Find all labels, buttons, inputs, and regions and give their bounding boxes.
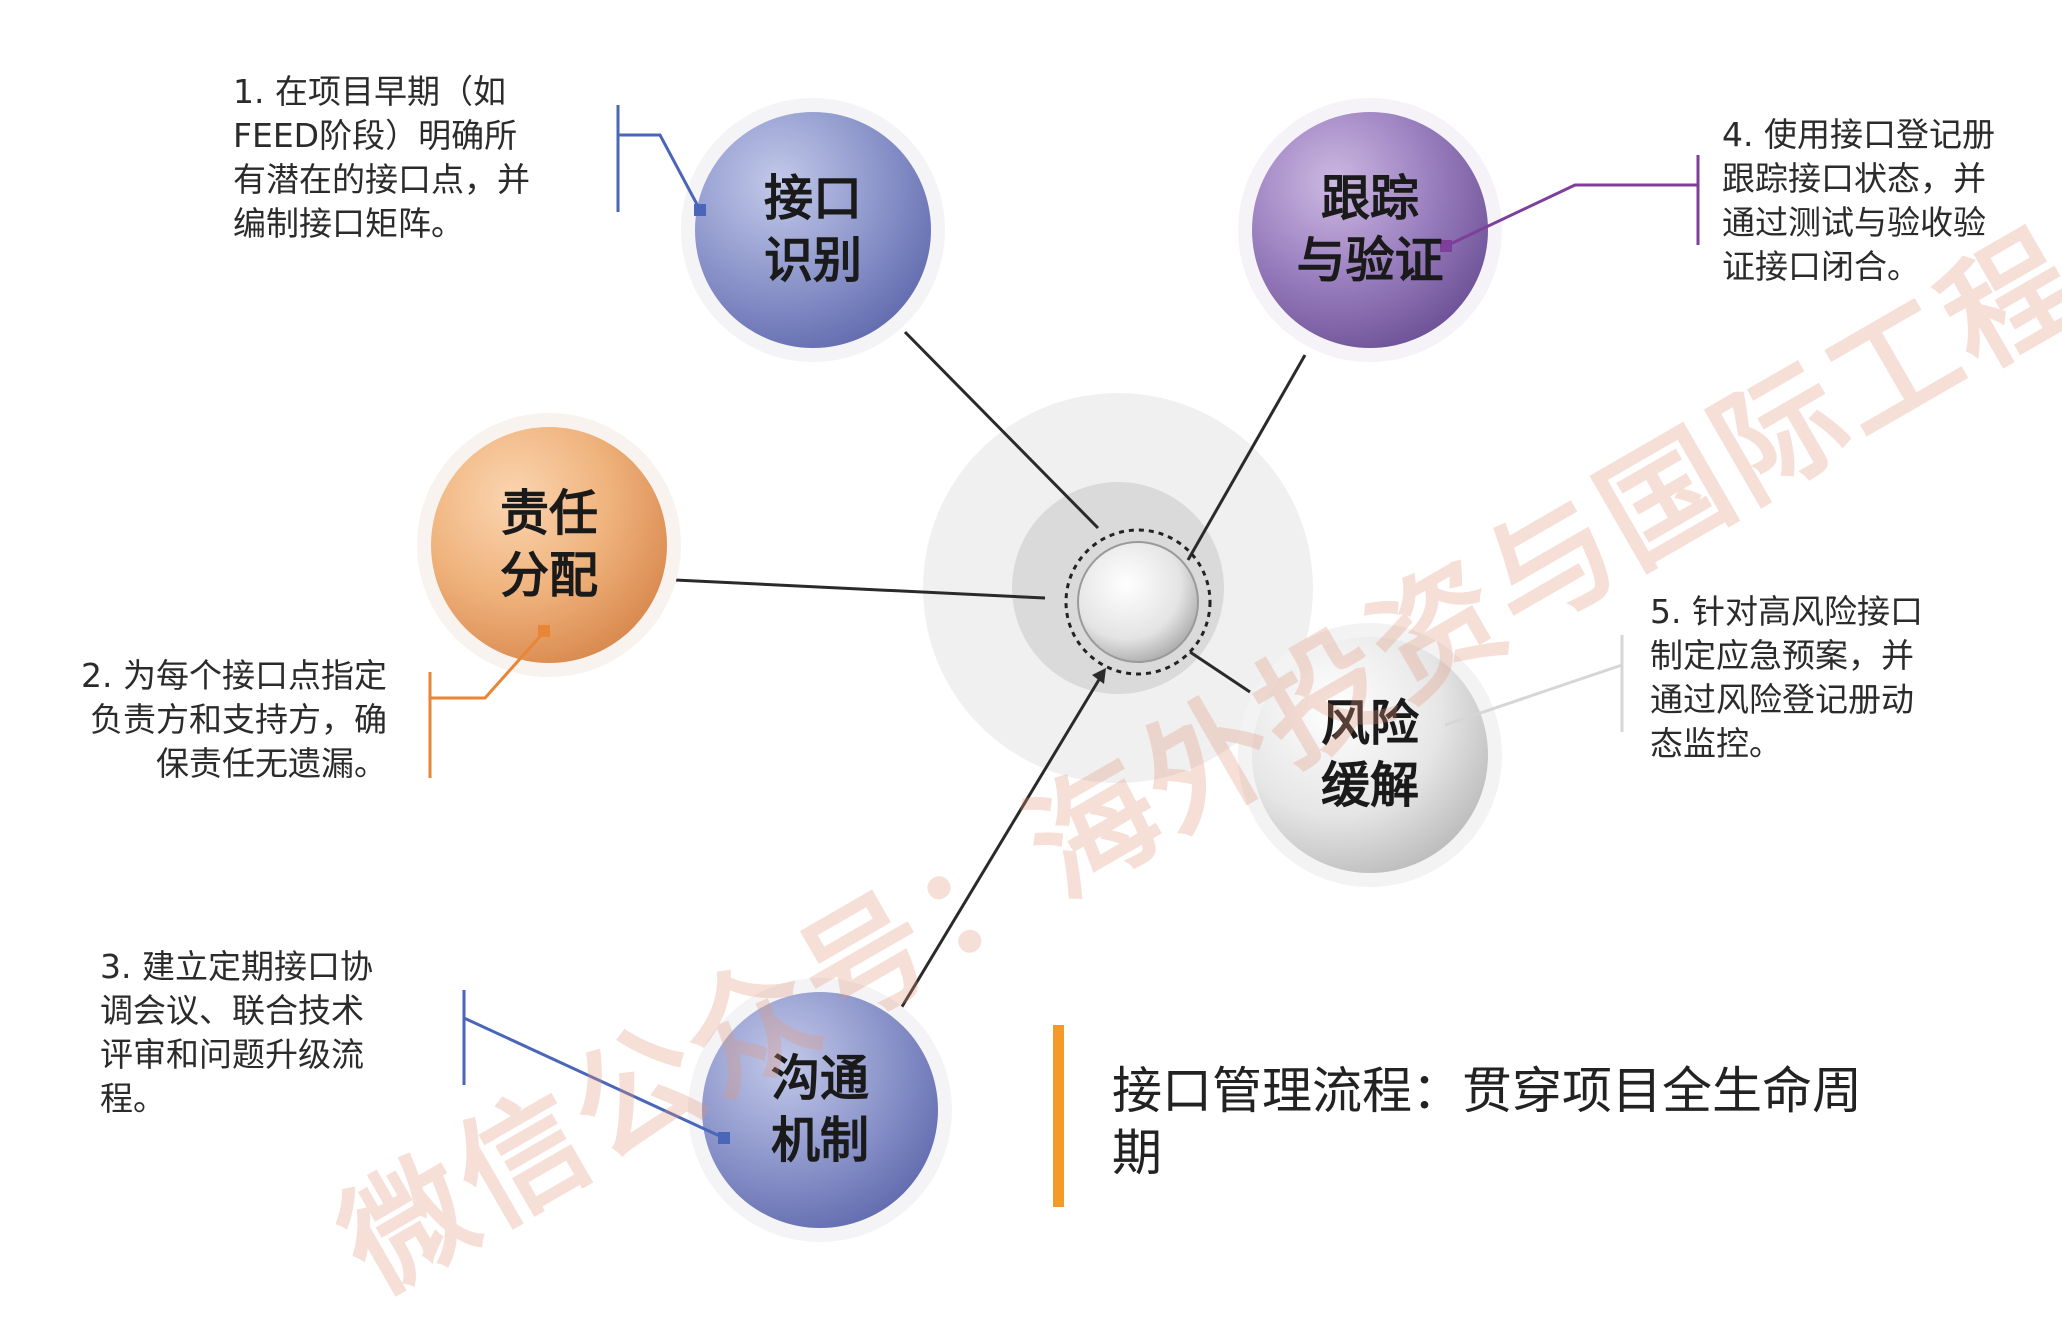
node-identify-label: 接口 识别 bbox=[703, 168, 923, 292]
connector-step2 bbox=[428, 625, 550, 778]
callout-step5-line3: 通过风险登记册动 bbox=[1650, 680, 1914, 719]
callout-step1: 1. 在项目早期（如 FEED阶段）明确所 有潜在的接口点，并 编制接口矩阵。 bbox=[233, 70, 530, 246]
spoke-communicate bbox=[898, 677, 1102, 1011]
node-communicate-label: 沟通 机制 bbox=[710, 1048, 930, 1172]
callout-step3-line2: 调会议、联合技术 bbox=[100, 991, 364, 1030]
spoke-arrowhead bbox=[1092, 668, 1106, 684]
hub-dashed-ring bbox=[1064, 528, 1212, 676]
callout-step4: 4. 使用接口登记册 跟踪接口状态，并 通过测试与验收验 证接口闭合。 bbox=[1722, 113, 1995, 289]
spoke-assign bbox=[674, 578, 1046, 600]
node-communicate-label-line2: 机制 bbox=[770, 1112, 869, 1169]
node-risk-label: 风险 缓解 bbox=[1260, 693, 1480, 817]
node-identify bbox=[681, 98, 945, 362]
node-assign bbox=[417, 413, 681, 677]
connector-step4 bbox=[1440, 155, 1700, 252]
callout-step5-line4: 态监控。 bbox=[1650, 724, 1782, 763]
callout-step4-line4: 证接口闭合。 bbox=[1722, 247, 1920, 286]
callout-step1-line2: FEED阶段）明确所 bbox=[233, 116, 518, 155]
callout-step2-line2: 负责方和支持方，确 bbox=[90, 700, 387, 739]
callout-step5: 5. 针对高风险接口 制定应急预案，并 通过风险登记册动 态监控。 bbox=[1650, 590, 1923, 766]
node-risk-label-line1: 风险 bbox=[1320, 695, 1419, 752]
node-assign-label-line1: 责任 bbox=[499, 485, 598, 542]
diagram-title-line2: 期 bbox=[1112, 1124, 1162, 1182]
diagram-title: 接口管理流程：贯穿项目全生命周 期 bbox=[1112, 1060, 1892, 1184]
callout-step1-line1: 1. 在项目早期（如 bbox=[233, 72, 506, 111]
node-communicate bbox=[688, 978, 952, 1242]
node-assign-label-line2: 分配 bbox=[499, 547, 598, 604]
node-identify-label-line1: 接口 bbox=[763, 170, 862, 227]
diagram-title-line1: 接口管理流程：贯穿项目全生命周 bbox=[1112, 1062, 1862, 1120]
diagram-canvas bbox=[417, 98, 1700, 1242]
node-assign-label: 责任 分配 bbox=[439, 483, 659, 607]
spoke-identify bbox=[903, 330, 1100, 530]
callout-step2: 2. 为每个接口点指定 负责方和支持方，确 保责任无遗漏。 bbox=[81, 654, 387, 786]
callout-step5-line2: 制定应急预案，并 bbox=[1650, 636, 1914, 675]
callout-step4-line1: 4. 使用接口登记册 bbox=[1722, 115, 1995, 154]
spoke-risk bbox=[1189, 650, 1251, 694]
callout-step1-line4: 编制接口矩阵。 bbox=[233, 204, 464, 243]
node-risk bbox=[1238, 623, 1502, 887]
node-track bbox=[1238, 98, 1502, 362]
callout-step4-line3: 通过测试与验收验 bbox=[1722, 203, 1986, 242]
node-identify-label-line2: 识别 bbox=[763, 232, 862, 289]
node-track-label: 跟踪 与验证 bbox=[1260, 168, 1480, 292]
node-communicate-label-line1: 沟通 bbox=[770, 1050, 869, 1107]
callout-step4-line2: 跟踪接口状态，并 bbox=[1722, 159, 1986, 198]
callout-step3: 3. 建立定期接口协 调会议、联合技术 评审和问题升级流 程。 bbox=[100, 945, 373, 1121]
title-accent-bar bbox=[1053, 1025, 1064, 1207]
connector-step1 bbox=[616, 105, 706, 216]
hub-sphere bbox=[1077, 541, 1199, 663]
callout-step1-line3: 有潜在的接口点，并 bbox=[233, 160, 530, 199]
callout-step3-line1: 3. 建立定期接口协 bbox=[100, 947, 373, 986]
connector-step5 bbox=[1444, 635, 1624, 732]
callout-step5-line1: 5. 针对高风险接口 bbox=[1650, 592, 1923, 631]
callout-step2-line1: 2. 为每个接口点指定 bbox=[81, 656, 387, 695]
node-track-label-line1: 跟踪 bbox=[1320, 170, 1419, 227]
callout-step2-line3: 保责任无遗漏。 bbox=[156, 744, 387, 783]
node-risk-label-line2: 缓解 bbox=[1320, 757, 1419, 814]
callout-step3-line4: 程。 bbox=[100, 1079, 166, 1118]
node-track-label-line2: 与验证 bbox=[1296, 232, 1444, 289]
connector-step3 bbox=[462, 990, 730, 1144]
callout-step3-line3: 评审和问题升级流 bbox=[100, 1035, 364, 1074]
spoke-track bbox=[1186, 354, 1307, 561]
